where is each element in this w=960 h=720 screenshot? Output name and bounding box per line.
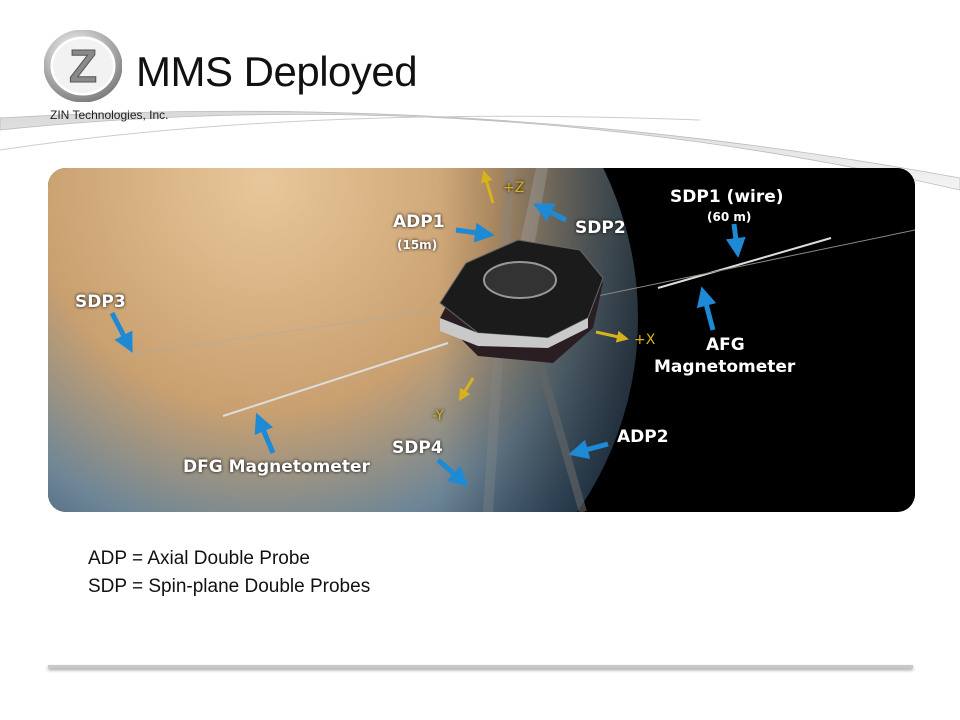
diagram-graphics	[48, 168, 915, 512]
company-name: ZIN Technologies, Inc.	[50, 108, 169, 122]
label-afg-magnetometer: Magnetometer	[654, 357, 796, 377]
afg-boom	[657, 237, 832, 289]
label-sdp4: SDP4	[392, 438, 443, 458]
label-adp1: ADP1	[393, 212, 445, 232]
header-swoosh	[0, 110, 960, 191]
label-afg: AFG	[706, 335, 745, 355]
label-sdp1-length: (60 m)	[707, 210, 752, 224]
label-adp1-length: (15m)	[397, 238, 438, 252]
mms-diagram-image: +Z ADP1 (15m) SDP2 SDP1 (wire) (60 m) SD…	[48, 168, 915, 512]
acronym-legend: ADP = Axial Double Probe SDP = Spin-plan…	[88, 545, 370, 601]
legend-sdp: SDP = Spin-plane Double Probes	[88, 576, 371, 597]
dfg-boom	[222, 342, 449, 417]
label-sdp1: SDP1 (wire)	[670, 187, 784, 207]
footer-divider	[48, 665, 913, 668]
legend-adp: ADP = Axial Double Probe	[88, 548, 310, 569]
page-title: MMS Deployed	[136, 48, 418, 95]
label-sdp3: SDP3	[75, 292, 126, 312]
label-minus-y: -Y	[432, 408, 444, 424]
label-plus-z: +Z	[503, 180, 525, 196]
svg-text:Z: Z	[69, 40, 97, 92]
spacecraft	[439, 239, 604, 363]
label-adp2: ADP2	[617, 427, 669, 447]
label-plus-x: +X	[634, 332, 656, 348]
zin-logo: Z	[44, 30, 122, 102]
label-dfg-magnetometer: DFG Magnetometer	[183, 457, 370, 477]
label-sdp2: SDP2	[575, 218, 626, 238]
